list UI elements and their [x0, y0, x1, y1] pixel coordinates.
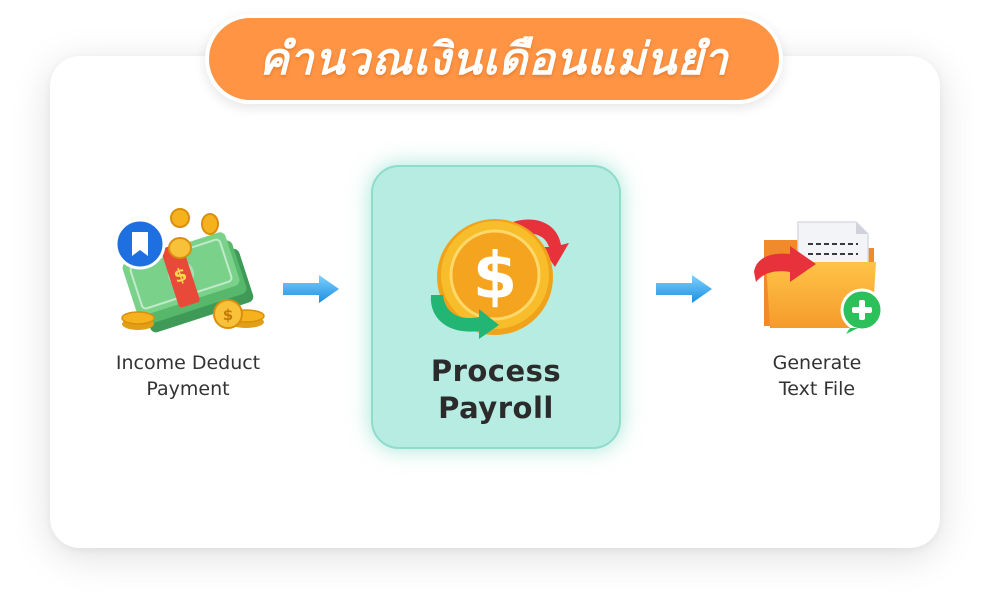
step-label-line2: Payment	[146, 378, 230, 400]
process-payroll-label: Process Payroll	[373, 353, 619, 427]
title-banner: คำนวณเงินเดือนแม่นยำ	[205, 14, 783, 104]
arrow-right-icon	[283, 275, 339, 303]
step-label-line1: Generate	[772, 352, 862, 374]
money-stack-icon: $ $	[114, 208, 265, 333]
svg-text:$: $	[171, 264, 189, 288]
step-label-line1: Income Deduct	[115, 352, 261, 374]
step-generate-text-file: Generate Text File	[717, 350, 917, 402]
process-payroll-box: $ Process Payroll	[371, 165, 621, 449]
process-label-line1: Process	[430, 354, 562, 388]
page-title: คำนวณเงินเดือนแม่นยำ	[259, 34, 729, 85]
arrow-right-icon	[656, 275, 712, 303]
folder-add-file-icon	[754, 221, 884, 334]
step-income-deduct-payment: Income Deduct Payment	[88, 350, 288, 402]
process-label-line2: Payroll	[438, 391, 554, 425]
svg-text:$: $	[473, 240, 518, 314]
step-label-line2: Text File	[778, 378, 856, 400]
svg-text:$: $	[223, 306, 233, 324]
dollar-coin-cycle-icon: $	[430, 219, 569, 339]
